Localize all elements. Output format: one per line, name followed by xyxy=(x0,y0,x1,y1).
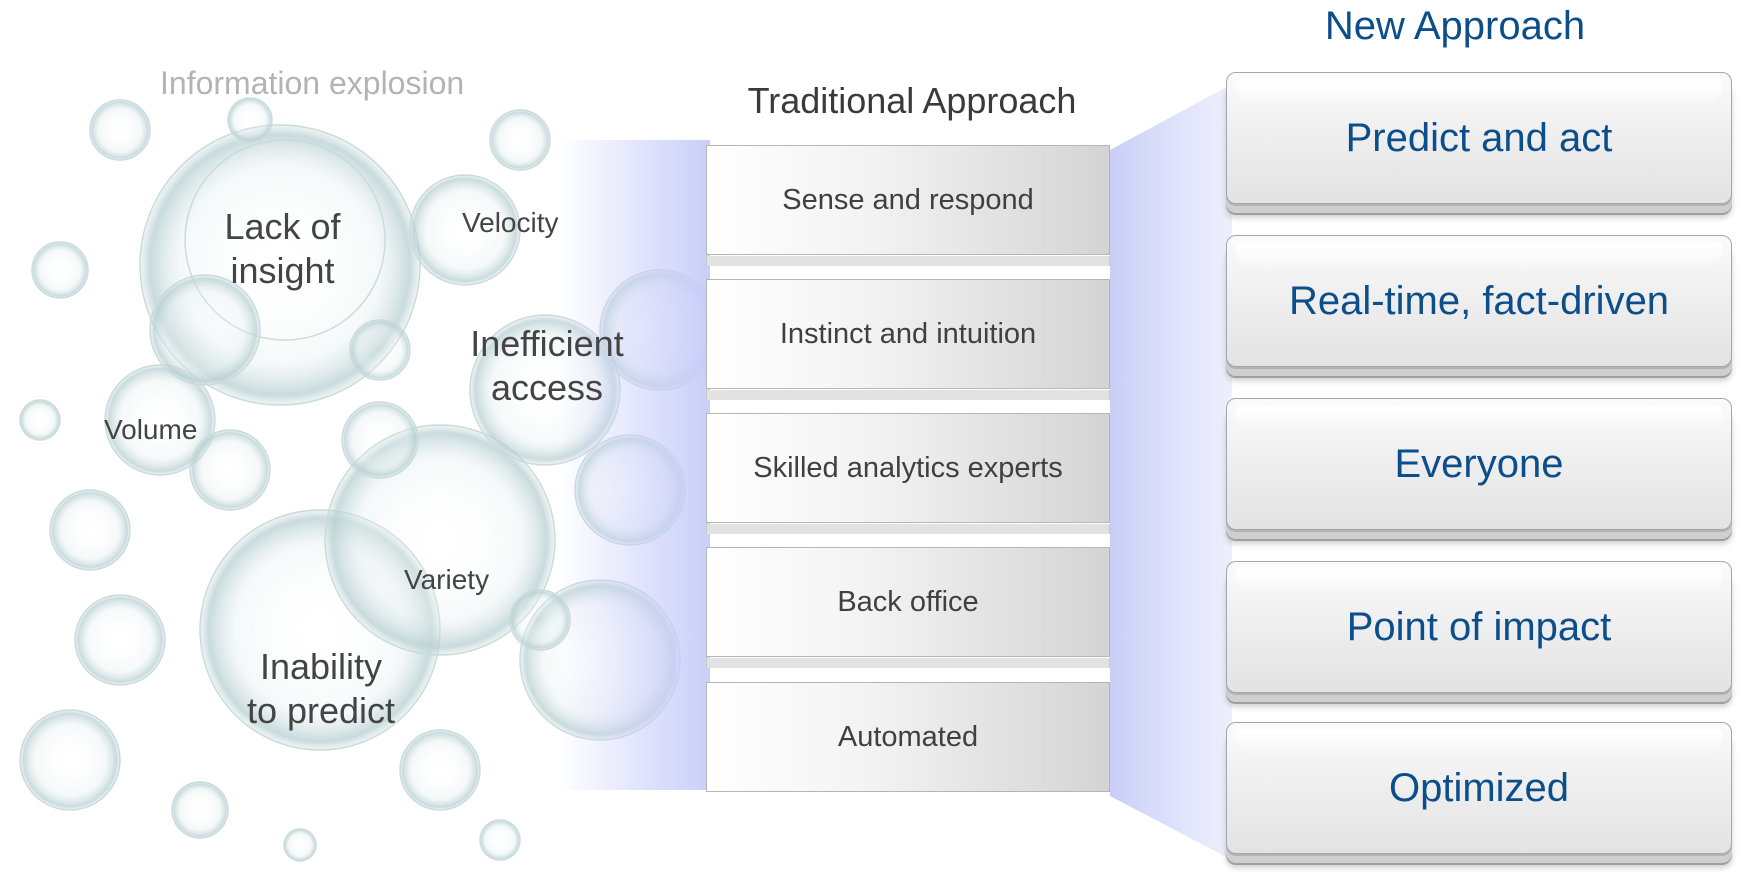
traditional-item: Skilled analytics experts xyxy=(706,413,1110,534)
traditional-item-label: Automated xyxy=(837,720,979,753)
bubble xyxy=(349,319,411,381)
information-explosion-heading: Information explosion xyxy=(160,65,465,101)
new-approach-item-label: Everyone xyxy=(1394,441,1564,486)
new-approach-item: Point of impact xyxy=(1226,561,1732,693)
new-approach-item-label: Real-time, fact-driven xyxy=(1288,278,1670,323)
new-approach-item: Predict and act xyxy=(1226,72,1732,204)
traditional-item-label: Back office xyxy=(837,585,979,618)
bubble xyxy=(479,819,521,861)
traditional-approach-title: Traditional Approach xyxy=(747,80,1077,121)
bubble xyxy=(324,424,556,656)
bubble xyxy=(399,729,481,811)
bubble xyxy=(227,97,273,143)
bubble xyxy=(89,99,151,161)
inefficient-access-label: Inefficient access xyxy=(470,323,624,408)
new-approach-item: Everyone xyxy=(1226,398,1732,530)
bubble xyxy=(19,399,61,441)
bubble xyxy=(74,594,166,686)
traditional-item-label: Instinct and intuition xyxy=(779,317,1037,350)
new-approach-item-label: Point of impact xyxy=(1346,604,1612,649)
new-approach-item: Optimized xyxy=(1226,722,1732,854)
bubble xyxy=(31,241,89,299)
bubble xyxy=(149,274,261,386)
bubble xyxy=(189,429,271,511)
inability-to-predict-label: Inability to predict xyxy=(246,646,396,731)
traditional-item: Back office xyxy=(706,547,1110,668)
new-approach-title: New Approach xyxy=(1324,4,1586,48)
traditional-item: Instinct and intuition xyxy=(706,279,1110,400)
new-approach-item-label: Optimized xyxy=(1388,765,1570,810)
bubble xyxy=(49,489,131,571)
variety-term: Variety xyxy=(404,564,490,595)
transition-band xyxy=(560,140,710,790)
velocity-term: Velocity xyxy=(462,207,559,238)
bubble xyxy=(341,401,419,479)
bubble xyxy=(104,364,216,476)
traditional-item-label: Skilled analytics experts xyxy=(753,451,1063,484)
bubble xyxy=(171,781,229,839)
bubble xyxy=(19,709,121,811)
bubble xyxy=(409,174,521,286)
new-approach-item-label: Predict and act xyxy=(1345,115,1613,160)
bubble xyxy=(489,109,551,171)
new-approach-item: Real-time, fact-driven xyxy=(1226,235,1732,367)
traditional-item: Automated xyxy=(706,682,1110,792)
traditional-item-label: Sense and respond xyxy=(782,183,1034,216)
volume-term: Volume xyxy=(104,414,198,445)
bubble xyxy=(184,139,386,341)
traditional-item: Sense and respond xyxy=(706,145,1110,266)
lack-of-insight-label: Lack of insight xyxy=(224,206,341,291)
bubble xyxy=(283,828,317,862)
